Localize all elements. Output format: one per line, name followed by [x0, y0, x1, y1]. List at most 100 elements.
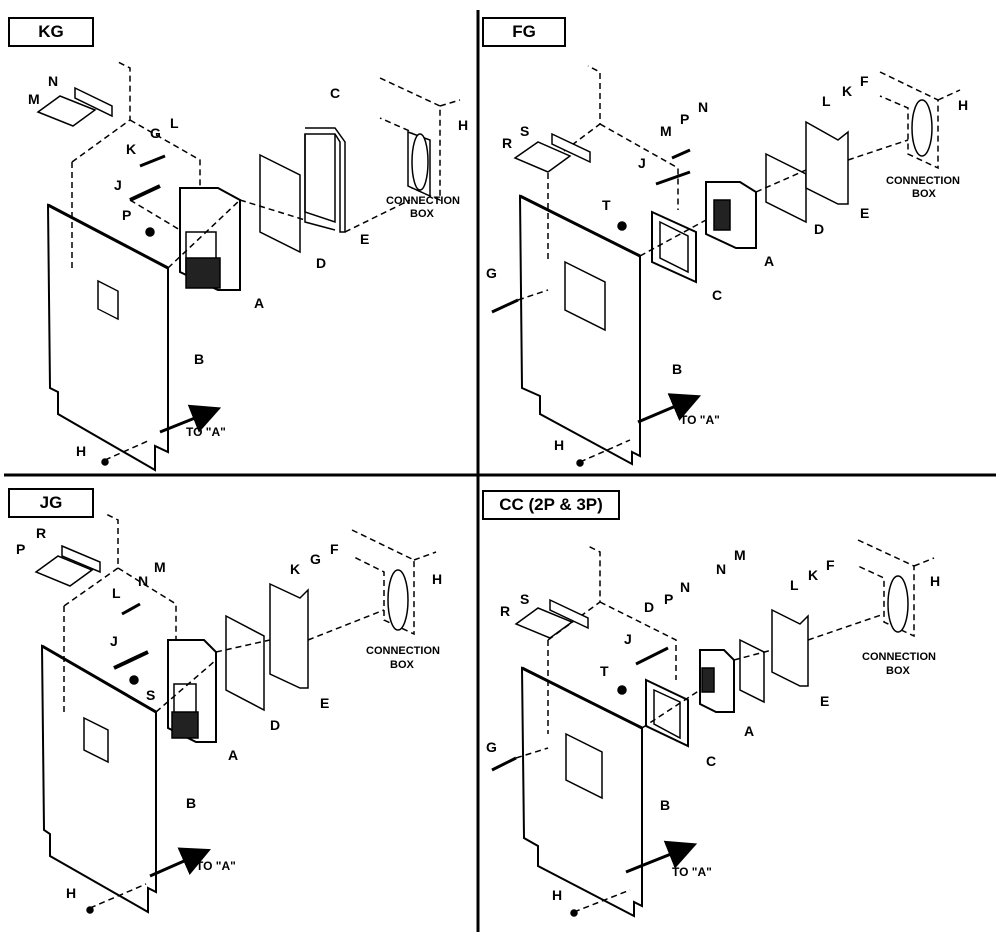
label-f: F: [826, 557, 835, 573]
connection-box: [857, 539, 915, 638]
label-k: K: [842, 83, 852, 99]
label-h: H: [958, 97, 968, 113]
label-p: P: [122, 207, 131, 223]
label-d: D: [316, 255, 326, 271]
label-m: M: [28, 91, 40, 107]
quadrant-cc: [491, 539, 935, 918]
trim-ring-c: [645, 678, 689, 748]
insulator-d: [259, 153, 301, 254]
label-m: M: [660, 123, 672, 139]
label-g: G: [486, 739, 497, 755]
label-t: T: [602, 197, 611, 213]
label-l: L: [170, 115, 179, 131]
label-p: P: [664, 591, 673, 607]
label-n: N: [138, 573, 148, 589]
label-r: R: [36, 525, 46, 541]
breaker-window: [83, 716, 109, 764]
label-h-top: H: [458, 117, 468, 133]
breaker-window: [564, 260, 606, 332]
label-a: A: [764, 253, 774, 269]
label-h-bottom: H: [554, 437, 564, 453]
label-r: R: [502, 135, 512, 151]
bracket-e: [269, 582, 309, 689]
cover-panel-b: [518, 194, 641, 466]
breaker-a: [705, 181, 757, 249]
bracket-e: [805, 120, 849, 205]
label-j: J: [624, 631, 632, 647]
quadrant-fg: [491, 65, 961, 467]
label-e: E: [320, 695, 329, 711]
label-j: J: [638, 155, 646, 171]
handle-strip-p: [34, 555, 94, 587]
label-e: E: [860, 205, 869, 221]
label-l: L: [822, 93, 831, 109]
label-c: C: [712, 287, 722, 303]
label-l: L: [112, 585, 121, 601]
label-t: T: [600, 663, 609, 679]
label-p: P: [680, 111, 689, 127]
label-j: J: [110, 633, 118, 649]
quadrant-title-kg: KG: [8, 17, 94, 47]
to-a-label: TO "A": [196, 859, 236, 873]
connection-box-label-1: CONNECTION: [386, 195, 460, 207]
label-d: D: [814, 221, 824, 237]
label-k: K: [290, 561, 300, 577]
label-l: L: [790, 577, 799, 593]
label-b: B: [660, 797, 670, 813]
breaker-a: [699, 649, 735, 713]
label-g: G: [150, 125, 161, 141]
label-s: S: [520, 123, 529, 139]
label-k: K: [808, 567, 818, 583]
labels-cc: S R D P N N M J T G C A E B L K F H H CO…: [486, 547, 940, 903]
label-a: A: [228, 747, 238, 763]
label-c: C: [330, 85, 340, 101]
label-a: A: [744, 723, 754, 739]
insulator-d: [225, 614, 265, 712]
connection-box-label-1: CONNECTION: [366, 645, 440, 657]
label-h-bottom: H: [552, 887, 562, 903]
breaker-window: [97, 279, 119, 321]
cover-panel-b: [40, 644, 157, 914]
connection-box-label-1: CONNECTION: [886, 175, 960, 187]
handle-strip-r: [513, 141, 572, 173]
connection-box-label-2: BOX: [912, 188, 937, 200]
label-e: E: [820, 693, 829, 709]
label-n: N: [48, 73, 58, 89]
label-h: H: [930, 573, 940, 589]
label-m: M: [154, 559, 166, 575]
label-k: K: [126, 141, 136, 157]
to-a-label: TO "A": [186, 425, 226, 439]
quadrant-kg: [36, 61, 461, 472]
label-h: H: [432, 571, 442, 587]
connection-box-label-2: BOX: [390, 659, 415, 671]
label-b: B: [194, 351, 204, 367]
label-m: M: [734, 547, 746, 563]
label-g: G: [310, 551, 321, 567]
quadrant-title-jg: JG: [8, 488, 94, 518]
label-a: A: [254, 295, 264, 311]
label-h-bottom: H: [66, 885, 76, 901]
label-b: B: [672, 361, 682, 377]
label-h: H: [76, 443, 86, 459]
quadrant-title-fg: FG: [482, 17, 566, 47]
to-a-label: TO "A": [680, 413, 720, 427]
label-c: C: [706, 753, 716, 769]
insulator-d: [765, 152, 807, 224]
label-d: D: [270, 717, 280, 733]
cover-panel-b: [520, 666, 643, 918]
label-r: R: [500, 603, 510, 619]
label-b: B: [186, 795, 196, 811]
handle-strip-m: [36, 95, 97, 127]
label-n: N: [680, 579, 690, 595]
label-s: S: [520, 591, 529, 607]
labels-fg: S R M P N J T G C A D E B L K F H H CONN…: [486, 73, 968, 453]
label-n2: N: [716, 561, 726, 577]
connection-box: [879, 71, 939, 170]
quadrant-title-cc: CC (2P & 3P): [482, 490, 620, 520]
connection-box-label-2: BOX: [886, 665, 911, 677]
label-s: S: [146, 687, 155, 703]
label-e: E: [360, 231, 369, 247]
label-f: F: [860, 73, 869, 89]
